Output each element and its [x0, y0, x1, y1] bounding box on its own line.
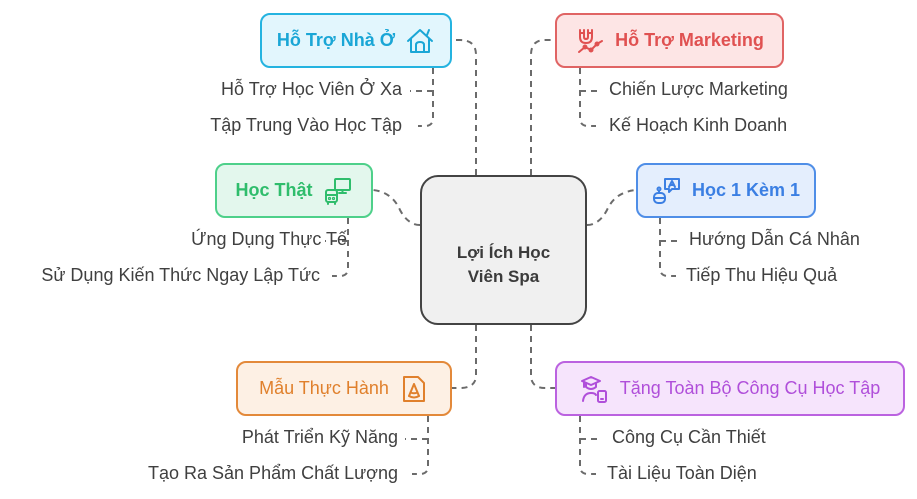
- leaf-item: Kế Hoạch Kinh Doanh: [609, 115, 788, 135]
- leaf-item: Ứng Dụng Thực Tế: [191, 229, 347, 249]
- connector-center-template: [452, 325, 477, 389]
- leaf-item: Chiến Lược Marketing: [609, 79, 788, 99]
- bus-monitor-icon: [323, 176, 353, 206]
- robot-chat-icon: [652, 176, 682, 206]
- connector-center-real: [372, 189, 421, 226]
- connector-center-marketing: [530, 39, 555, 175]
- leaf-item: Hướng Dẫn Cá Nhân: [689, 229, 860, 249]
- leaf-item: Sử Dụng Kiến Thức Ngay Lập Tức: [41, 265, 320, 285]
- branch-label: Mẫu Thực Hành: [259, 378, 389, 398]
- leaf-item: Tài Liệu Toàn Diện: [607, 463, 757, 483]
- central-topic-line1: Lợi Ích Học: [456, 243, 551, 262]
- branch-housing-support[interactable]: Hỗ Trợ Nhà Ở: [260, 13, 452, 68]
- leaf-item: Tạo Ra Sản Phẩm Chất Lượng: [148, 463, 398, 483]
- document-cone-icon: [399, 374, 429, 404]
- leaf-item: Hỗ Trợ Học Viên Ở Xa: [221, 79, 402, 99]
- branch-real-learning[interactable]: Học Thật: [215, 163, 373, 218]
- connector-real-children: [325, 218, 349, 277]
- magnet-chart-icon: [575, 26, 605, 56]
- branch-label: Tặng Toàn Bộ Công Cụ Học Tập: [619, 378, 881, 398]
- connector-marketing-children: [579, 68, 598, 127]
- leaf-item: Phát Triển Kỹ Năng: [241, 427, 398, 447]
- branch-label: Học 1 Kèm 1: [691, 180, 801, 200]
- connector-one-children: [659, 218, 680, 277]
- house-icon: [405, 26, 435, 56]
- connector-center-tools: [530, 325, 555, 389]
- branch-learning-tools[interactable]: Tặng Toàn Bộ Công Cụ Học Tập: [555, 361, 905, 416]
- branch-label: Học Thật: [235, 180, 313, 200]
- leaf-item: Tiếp Thu Hiệu Quả: [686, 265, 838, 285]
- connector-template-children: [405, 416, 429, 475]
- branch-one-on-one[interactable]: Học 1 Kèm 1: [636, 163, 816, 218]
- branch-label: Hỗ Trợ Marketing: [615, 30, 764, 50]
- branch-marketing-support[interactable]: Hỗ Trợ Marketing: [555, 13, 784, 68]
- leaf-item: Tập Trung Vào Học Tập: [210, 115, 402, 135]
- branch-label: Hỗ Trợ Nhà Ở: [276, 30, 396, 50]
- branch-practice-template[interactable]: Mẫu Thực Hành: [236, 361, 452, 416]
- connector-housing-children: [410, 68, 434, 127]
- connector-center-housing: [452, 39, 477, 175]
- connector-tools-children: [579, 416, 600, 475]
- leaf-item: Công Cụ Cần Thiết: [612, 427, 766, 447]
- central-topic: Lợi Ích Học Viên Spa: [420, 175, 587, 325]
- connector-center-one: [586, 189, 637, 226]
- central-topic-line2: Viên Spa: [467, 267, 540, 286]
- graduate-phone-icon: [580, 374, 610, 404]
